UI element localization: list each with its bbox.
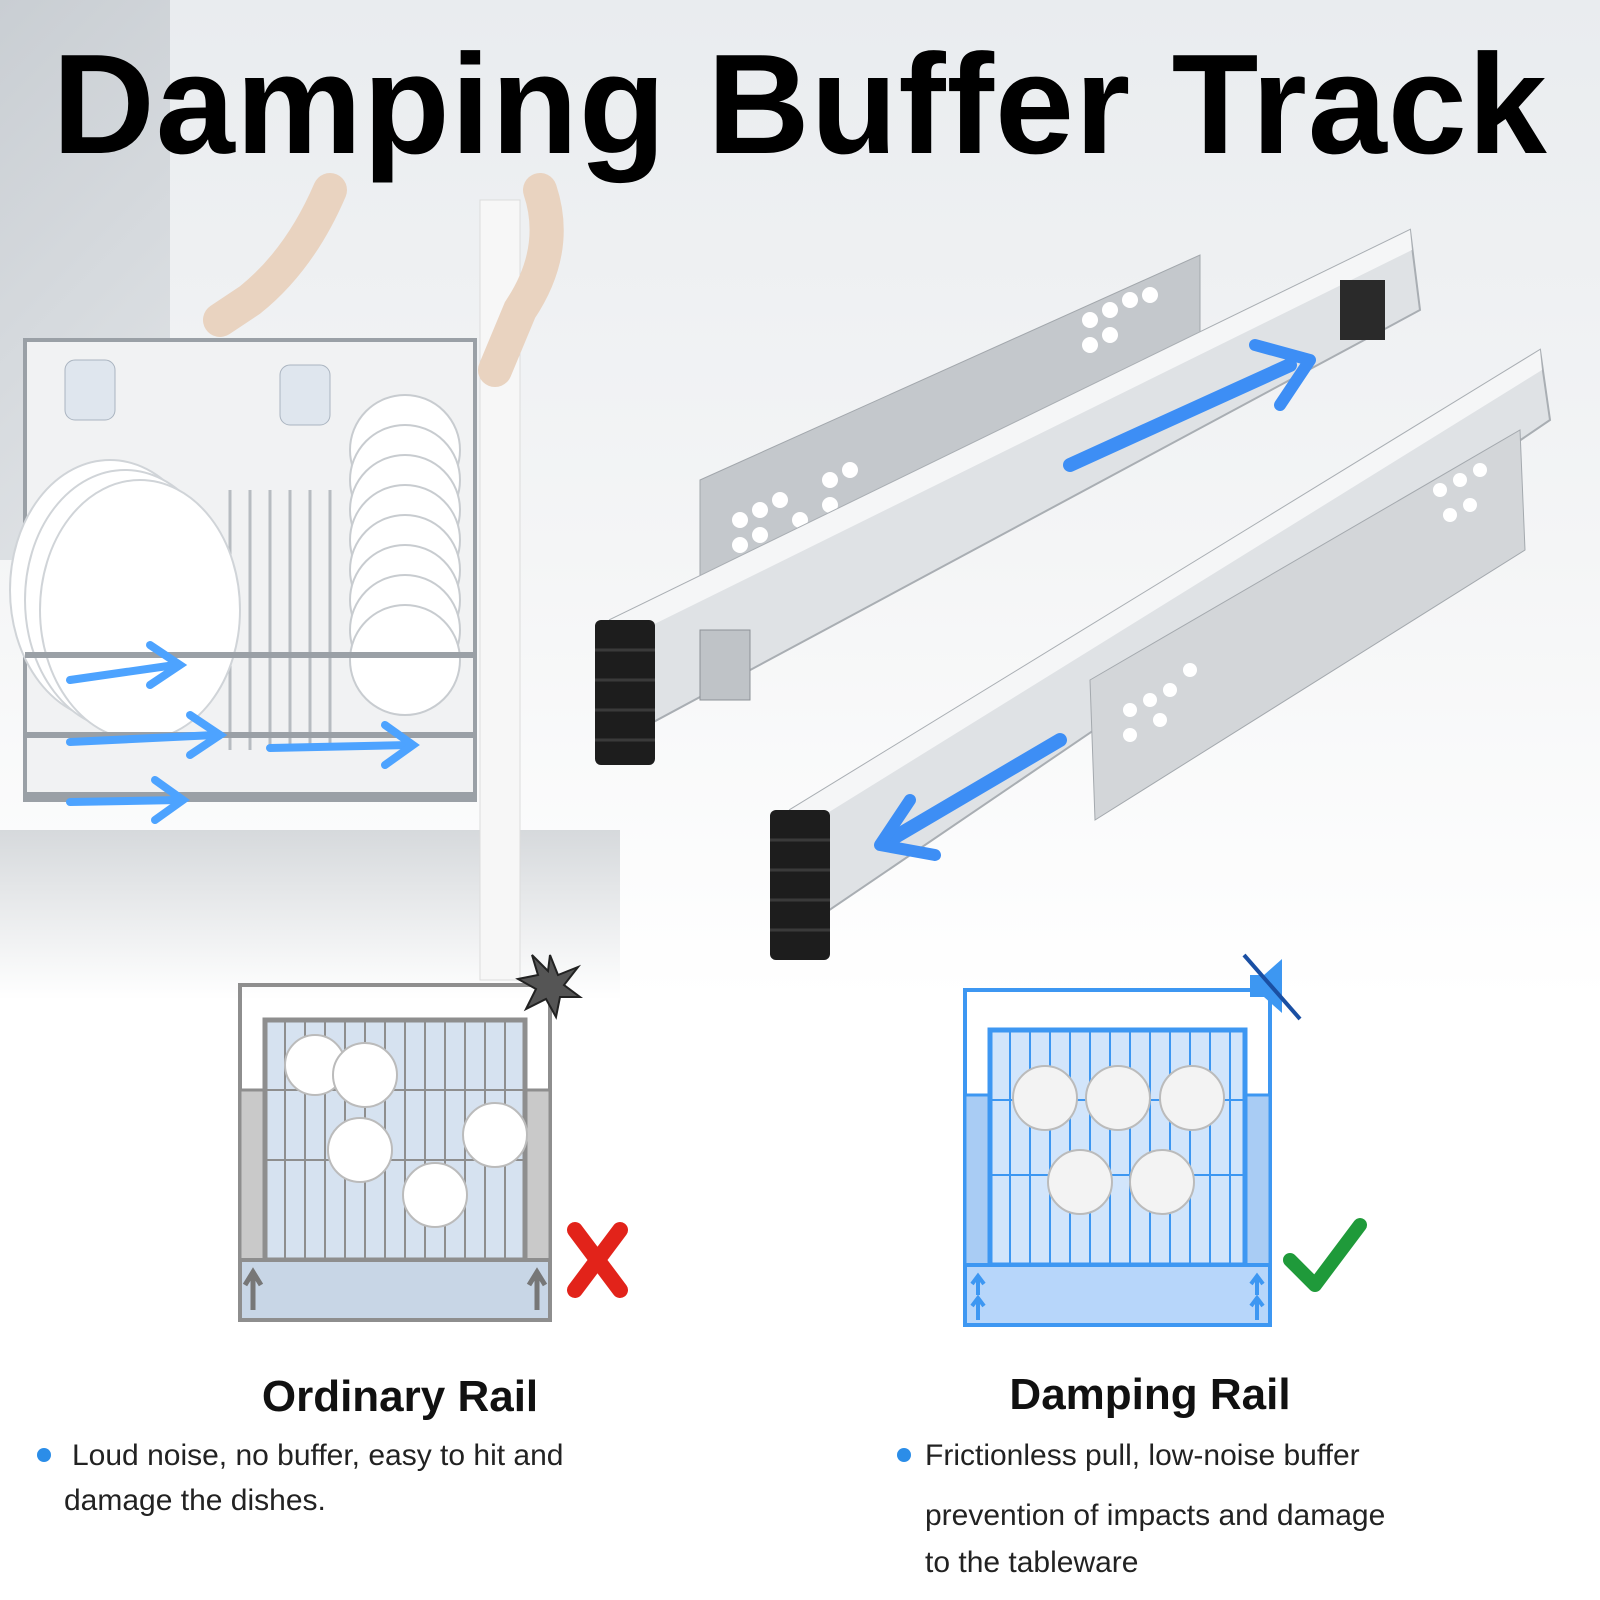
damping-rail-title: Damping Rail	[1009, 1370, 1291, 1419]
drawer-slide-rails-image	[595, 228, 1552, 960]
damping-description-line-3: to the tableware	[925, 1546, 1139, 1579]
cross-icon	[567, 1222, 628, 1298]
ordinary-rail-diagram	[238, 954, 628, 1322]
damping-rail-diagram	[963, 953, 1367, 1327]
ordinary-rail-title: Ordinary Rail	[261, 1372, 539, 1421]
page-title: Damping Buffer Track	[52, 25, 1548, 184]
damping-description-line-2: prevention of impacts and damage	[925, 1499, 1386, 1532]
ordinary-description: Loud noise, no buffer, easy to hit and d…	[64, 1439, 564, 1517]
muted-speaker-icon	[1242, 953, 1302, 1021]
pull-out-basket-image	[9, 173, 564, 981]
damping-bullet-icon	[897, 1448, 911, 1462]
damping-description-line-1: Frictionless pull, low-noise buffer	[925, 1439, 1360, 1472]
ordinary-bullet-icon	[37, 1448, 51, 1462]
check-icon	[1283, 1218, 1367, 1292]
impact-burst-icon	[515, 954, 583, 1020]
